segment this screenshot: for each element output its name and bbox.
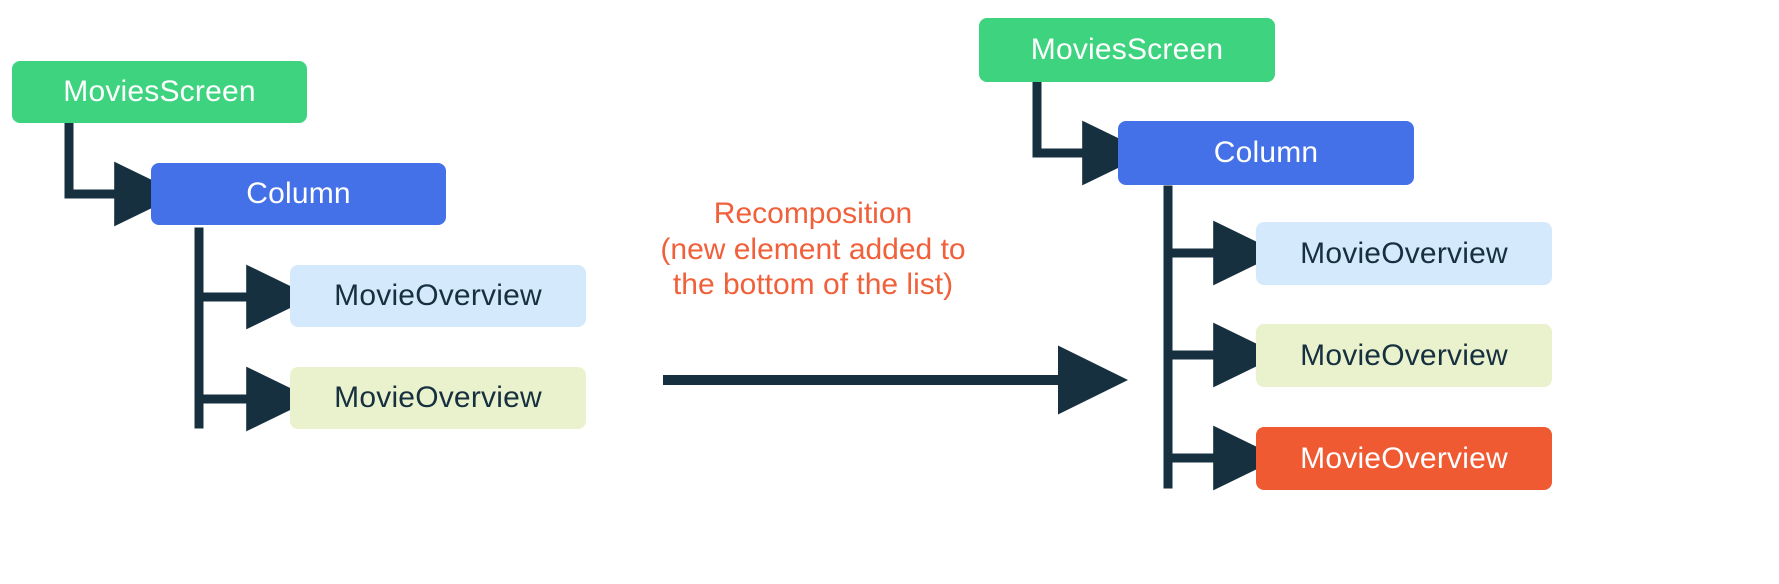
before-edge-screen-to-column (64, 122, 181, 227)
before-node-column[interactable]: Column (151, 163, 446, 225)
after-edge-column-to-overviews (1163, 185, 1280, 491)
after-node-column-label: Column (1213, 136, 1319, 169)
before-node-movies-screen[interactable]: MoviesScreen (12, 61, 307, 123)
after-node-movie-overview-3-new[interactable]: MovieOverview (1256, 427, 1552, 490)
recomposition-caption-line-2: (new element added to (660, 232, 966, 266)
after-node-movie-overview-2[interactable]: MovieOverview (1256, 324, 1552, 387)
after-node-movie-overview-1[interactable]: MovieOverview (1256, 222, 1552, 285)
after-node-movie-overview-3-new-label: MovieOverview (1300, 441, 1508, 475)
before-node-column-label: Column (246, 177, 351, 210)
after-node-movies-screen[interactable]: MoviesScreen (979, 18, 1275, 82)
after-node-movies-screen-label: MoviesScreen (1030, 33, 1224, 66)
after-node-column[interactable]: Column (1118, 121, 1414, 185)
before-edge-column-to-overviews (194, 227, 313, 432)
before-node-movies-screen-label: MoviesScreen (63, 75, 256, 108)
after-edge-screen-to-column (1032, 79, 1149, 186)
recomposition-caption-line-3: the bottom of the list) (672, 268, 954, 302)
after-node-movie-overview-2-label: MovieOverview (1300, 338, 1508, 372)
recomposition-caption: Recomposition (new element added to the … (613, 196, 1013, 303)
recomposition-caption-line-1: Recomposition (713, 197, 913, 230)
before-node-movie-overview-1[interactable]: MovieOverview (290, 265, 586, 327)
before-node-movie-overview-2[interactable]: MovieOverview (290, 367, 586, 429)
before-node-movie-overview-2-label: MovieOverview (334, 381, 542, 414)
before-node-movie-overview-1-label: MovieOverview (334, 279, 542, 312)
after-node-movie-overview-1-label: MovieOverview (1300, 236, 1508, 270)
